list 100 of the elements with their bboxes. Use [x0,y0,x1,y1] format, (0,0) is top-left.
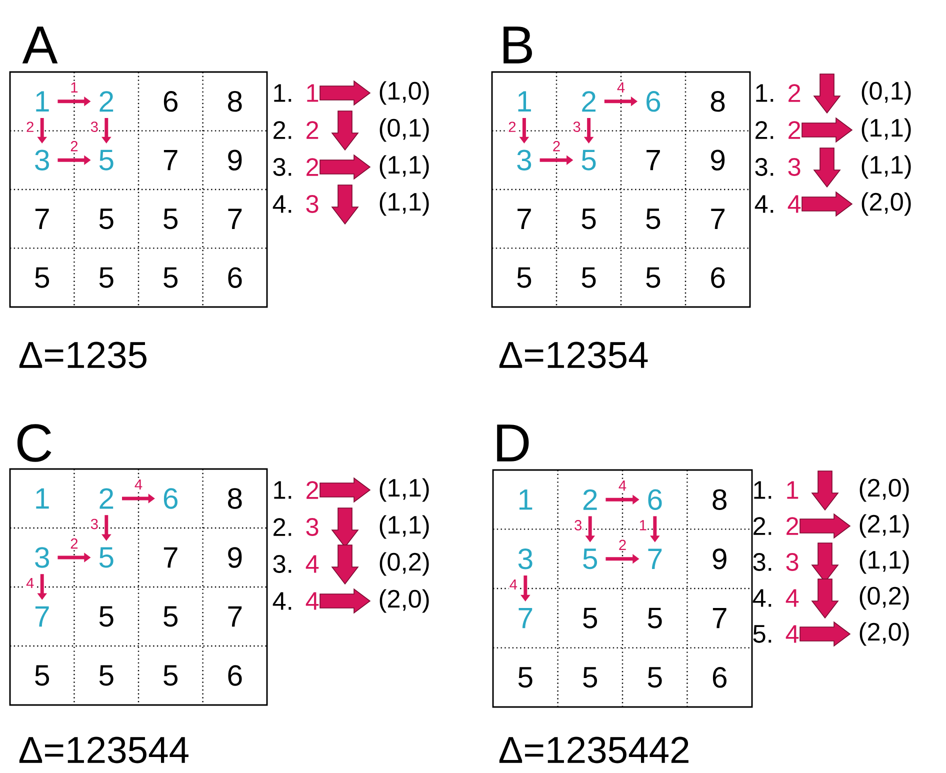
cell-number: 5 [517,267,532,288]
edge-label: 4 [26,577,35,589]
delta-value: Δ=1235442 [499,736,688,764]
step-value: 4 [306,555,319,573]
cell-number: 3 [518,548,532,570]
step-offset: (1,1) [860,550,909,574]
cell-number: 5 [164,606,178,627]
step-number: 4. [754,195,774,213]
cell-number: 6 [648,489,662,510]
cell-number: 3 [35,150,49,170]
cell-number: 6 [164,91,178,112]
cell-number: 5 [648,667,662,688]
step-offset: (0,1) [380,118,429,142]
edge-label: 2 [70,140,79,152]
cell-number: 5 [99,150,114,170]
step-number: 1. [274,84,292,102]
cell-number: 7 [228,606,242,627]
cell-number: 5 [582,267,596,288]
cell-number: 7 [711,208,724,229]
step-number: 3. [753,553,772,571]
cell-number: 6 [646,91,660,112]
cell-number: 5 [99,547,114,568]
cell-number: 7 [518,608,532,628]
step-offset: (1,1) [862,155,911,179]
cell-number: 1 [519,490,532,510]
edge-label: 4 [618,480,628,492]
cell-number: 9 [228,547,242,568]
cell-number: 7 [35,606,49,627]
cell-number: 9 [711,150,725,170]
cell-number: 5 [35,665,50,686]
cell-number: 5 [582,208,596,230]
edge-label: 2 [618,539,628,551]
edge-label: 1 [638,520,648,531]
grid-box [492,469,753,708]
step-offset: (1,1) [380,478,429,502]
step-value: 4 [786,625,799,643]
cell-number: 7 [35,208,49,229]
cell-number: 6 [711,267,725,288]
edge-label: 4 [134,478,144,490]
cell-number: 5 [583,548,598,570]
edge-label: 2 [508,121,517,132]
panel-letter: D [497,424,529,462]
step-value: 2 [788,121,800,139]
step-value: 3 [788,158,800,176]
cell-number: 7 [164,547,178,568]
edge-label: 3 [90,121,100,133]
edge-label: 3 [90,518,100,530]
step-number: 1. [274,481,292,499]
step-number: 4. [272,195,292,213]
step-value: 4 [786,589,799,607]
cell-number: 5 [164,267,178,288]
delta-value: Δ=12354 [499,342,648,368]
edge-label: 3 [572,121,582,133]
step-number: 2. [274,121,292,139]
delta-value: Δ=123544 [19,736,188,764]
cell-number: 5 [35,267,50,288]
step-offset: (0,1) [862,81,911,105]
cell-number: 5 [583,667,598,688]
step-value: 2 [306,121,318,139]
cell-number: 7 [646,150,660,170]
cell-number: 8 [710,91,725,112]
cell-number: 6 [228,665,242,686]
cell-number: 5 [99,208,114,230]
step-value: 2 [788,84,800,102]
cell-number: 7 [164,150,178,170]
cell-number: 2 [583,489,597,510]
step-value: 4 [306,592,319,610]
edge-label: 2 [70,538,79,550]
cell-number: 5 [99,665,114,686]
step-offset: (2,0) [380,589,429,613]
cell-number: 3 [35,547,49,568]
step-offset: (2,1) [860,514,909,538]
step-offset: (1,1) [862,118,911,142]
cell-number: 6 [712,667,726,688]
grid-box [491,71,751,308]
edge-label: 1 [70,82,79,93]
step-offset: (0,2) [860,586,909,610]
step-number: 3. [273,158,292,176]
cell-number: 9 [228,150,242,170]
cell-number: 8 [228,91,242,112]
step-offset: (2,0) [860,478,909,502]
cell-number: 3 [517,150,532,170]
cell-number: 5 [646,267,660,288]
step-number: 5. [753,625,772,643]
cell-number: 7 [648,548,662,569]
cell-number: 6 [164,488,178,509]
step-value: 2 [306,481,318,499]
cell-number: 1 [36,91,49,112]
edge-label: 4 [616,82,626,93]
step-value: 4 [788,195,801,213]
cell-number: 7 [712,608,726,628]
cell-number: 5 [164,665,178,686]
cell-number: 5 [582,150,596,170]
step-number: 4. [272,592,292,610]
step-offset: (1,1) [380,155,429,179]
step-offset: (1,1) [380,515,429,539]
cell-number: 7 [228,208,242,229]
step-number: 1. [756,84,774,102]
step-value: 2 [786,517,798,535]
cell-number: 2 [582,91,596,112]
